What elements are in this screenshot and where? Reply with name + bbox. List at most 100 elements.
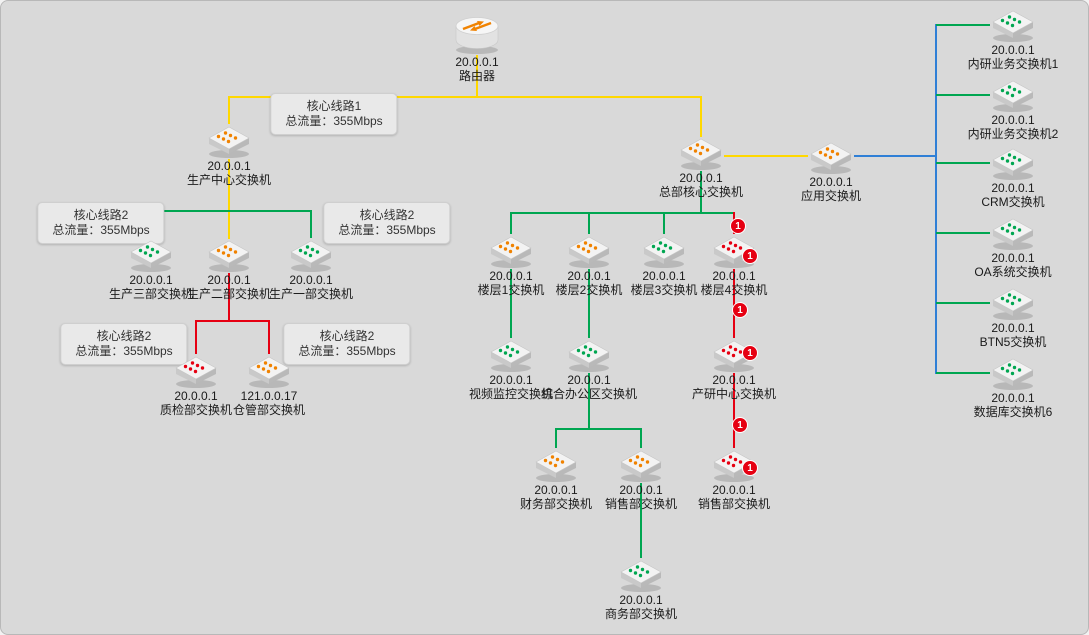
switch-icon	[533, 447, 579, 483]
node-production-dept2-switch[interactable]: 20.0.0.1 生产二部交换机	[169, 237, 289, 301]
link-label-core-line2-b: 核心线路2 总流量：355Mbps	[323, 202, 451, 244]
link-label-core-line2-c: 核心线路2 总流量：355Mbps	[60, 323, 188, 365]
alarm-count-badge[interactable]: 1	[742, 345, 758, 361]
node-ip: 20.0.0.1	[991, 391, 1035, 405]
link-line-green	[510, 212, 735, 214]
node-floor4-switch[interactable]: 20.0.0.1 楼层4交换机	[674, 233, 794, 297]
link-line-yellow	[700, 96, 702, 137]
node-ip: 20.0.0.1	[619, 593, 663, 607]
node-label: 内研业务交换机2	[967, 127, 1059, 141]
node-label: 财务部交换机	[519, 497, 592, 511]
node-ip: 20.0.0.1	[991, 113, 1035, 127]
node-finance-dept-switch[interactable]: 20.0.0.1 财务部交换机	[496, 447, 616, 511]
link-line-green	[936, 162, 990, 164]
node-ip: 20.0.0.1	[489, 269, 533, 283]
switch-icon	[206, 237, 252, 273]
link-line-yellow	[228, 96, 230, 124]
node-internal-biz-switch-1[interactable]: 20.0.0.1 内研业务交换机1	[953, 7, 1073, 71]
node-label: 楼层2交换机	[555, 283, 623, 297]
node-sales-dept-switch-1[interactable]: 20.0.0.1 销售部交换机	[581, 447, 701, 511]
node-label: 楼层3交换机	[630, 283, 698, 297]
link-label-title: 核心线路2	[73, 208, 129, 222]
router-icon	[451, 11, 503, 55]
node-floor1-switch[interactable]: 20.0.0.1 楼层1交换机	[451, 233, 571, 297]
switch-icon	[618, 447, 664, 483]
switch-icon	[206, 123, 252, 159]
link-line-green	[700, 171, 702, 213]
node-business-dept-switch[interactable]: 20.0.0.1 商务部交换机	[581, 557, 701, 621]
switch-icon	[246, 353, 292, 389]
link-line-green	[510, 212, 512, 234]
node-label: 销售部交换机	[604, 497, 677, 511]
switch-icon	[990, 77, 1036, 113]
node-ip: 20.0.0.1	[289, 273, 333, 287]
alarm-count-badge[interactable]: 1	[742, 460, 758, 476]
switch-icon	[990, 285, 1036, 321]
link-line-yellow	[724, 155, 808, 157]
link-label-traffic: 总流量：355Mbps	[75, 344, 173, 358]
link-label-title: 核心线路1	[306, 99, 362, 113]
node-label: 产研中心交换机	[691, 387, 776, 401]
node-crm-switch[interactable]: 20.0.0.1 CRM交换机	[953, 145, 1073, 209]
node-app-switch[interactable]: 20.0.0.1 应用交换机	[771, 139, 891, 203]
node-warehouse-dept-switch[interactable]: 121.0.0.17 仓管部交换机	[209, 353, 329, 417]
node-btn5-switch[interactable]: 20.0.0.1 BTN5交换机	[953, 285, 1073, 349]
node-oa-switch[interactable]: 20.0.0.1 OA系统交换机	[953, 215, 1073, 279]
switch-icon	[808, 139, 854, 175]
link-line-red	[268, 320, 270, 354]
node-ip: 20.0.0.1	[991, 321, 1035, 335]
link-label-traffic: 总流量：355Mbps	[52, 223, 150, 237]
node-ip: 20.0.0.1	[991, 251, 1035, 265]
node-ip: 20.0.0.1	[174, 389, 218, 403]
link-label-title: 核心线路2	[359, 208, 415, 222]
link-line-green	[640, 483, 642, 558]
link-line-green	[588, 212, 590, 234]
link-line-green	[640, 428, 642, 448]
switch-icon	[990, 355, 1036, 391]
node-label: 生产三部交换机	[108, 287, 193, 301]
node-label: 生产二部交换机	[186, 287, 271, 301]
switch-icon	[488, 233, 534, 269]
link-label-core-line1: 核心线路1 总流量：355Mbps	[270, 93, 398, 135]
link-line-green	[936, 24, 990, 26]
link-line-red	[195, 320, 270, 322]
node-video-surveillance-switch[interactable]: 20.0.0.1 视频监控交换机	[451, 337, 571, 401]
node-production-center-switch[interactable]: 20.0.0.1 生产中心交换机	[169, 123, 289, 187]
link-label-traffic: 总流量：355Mbps	[285, 114, 383, 128]
node-production-dept3-switch[interactable]: 20.0.0.1 生产三部交换机	[91, 237, 211, 301]
node-database-switch-6[interactable]: 20.0.0.1 数据库交换机6	[953, 355, 1073, 419]
node-office-area-switch[interactable]: 20.0.0.1 综合办公区交换机	[529, 337, 649, 401]
node-ip: 20.0.0.1	[455, 55, 499, 69]
node-ip: 20.0.0.1	[619, 483, 663, 497]
link-line-yellow	[228, 159, 230, 239]
node-rd-center-switch[interactable]: 20.0.0.1 产研中心交换机	[674, 337, 794, 401]
link-line-yellow	[476, 55, 478, 98]
node-sales-dept-switch-2[interactable]: 20.0.0.1 销售部交换机	[674, 447, 794, 511]
node-ip: 20.0.0.1	[712, 373, 756, 387]
node-label: 质检部交换机	[159, 403, 232, 417]
node-production-dept1-switch[interactable]: 20.0.0.1 生产一部交换机	[251, 237, 371, 301]
node-label: 总部核心交换机	[658, 185, 743, 199]
node-hq-core-switch[interactable]: 20.0.0.1 总部核心交换机	[641, 135, 761, 199]
node-floor3-switch[interactable]: 20.0.0.1 楼层3交换机	[604, 233, 724, 297]
switch-icon	[566, 337, 612, 373]
node-qc-dept-switch[interactable]: 20.0.0.1 质检部交换机	[136, 353, 256, 417]
link-line-yellow	[476, 96, 702, 98]
node-router[interactable]: 20.0.0.1 路由器	[417, 11, 537, 83]
node-label: 生产一部交换机	[268, 287, 353, 301]
switch-icon	[488, 337, 534, 373]
link-line-red	[195, 320, 197, 354]
node-internal-biz-switch-2[interactable]: 20.0.0.1 内研业务交换机2	[953, 77, 1073, 141]
link-label-traffic: 总流量：355Mbps	[298, 344, 396, 358]
alarm-count-badge[interactable]: 1	[742, 248, 758, 264]
switch-icon	[990, 215, 1036, 251]
link-line-blue	[854, 155, 936, 157]
link-label-traffic: 总流量：355Mbps	[338, 223, 436, 237]
alarm-count-badge[interactable]: 1	[732, 417, 748, 433]
alarm-count-badge[interactable]: 1	[730, 218, 746, 234]
node-ip: 20.0.0.1	[642, 269, 686, 283]
link-line-green	[936, 372, 990, 374]
alarm-count-badge[interactable]: 1	[732, 302, 748, 318]
node-floor2-switch[interactable]: 20.0.0.1 楼层2交换机	[529, 233, 649, 297]
node-label: 综合办公区交换机	[540, 387, 637, 401]
